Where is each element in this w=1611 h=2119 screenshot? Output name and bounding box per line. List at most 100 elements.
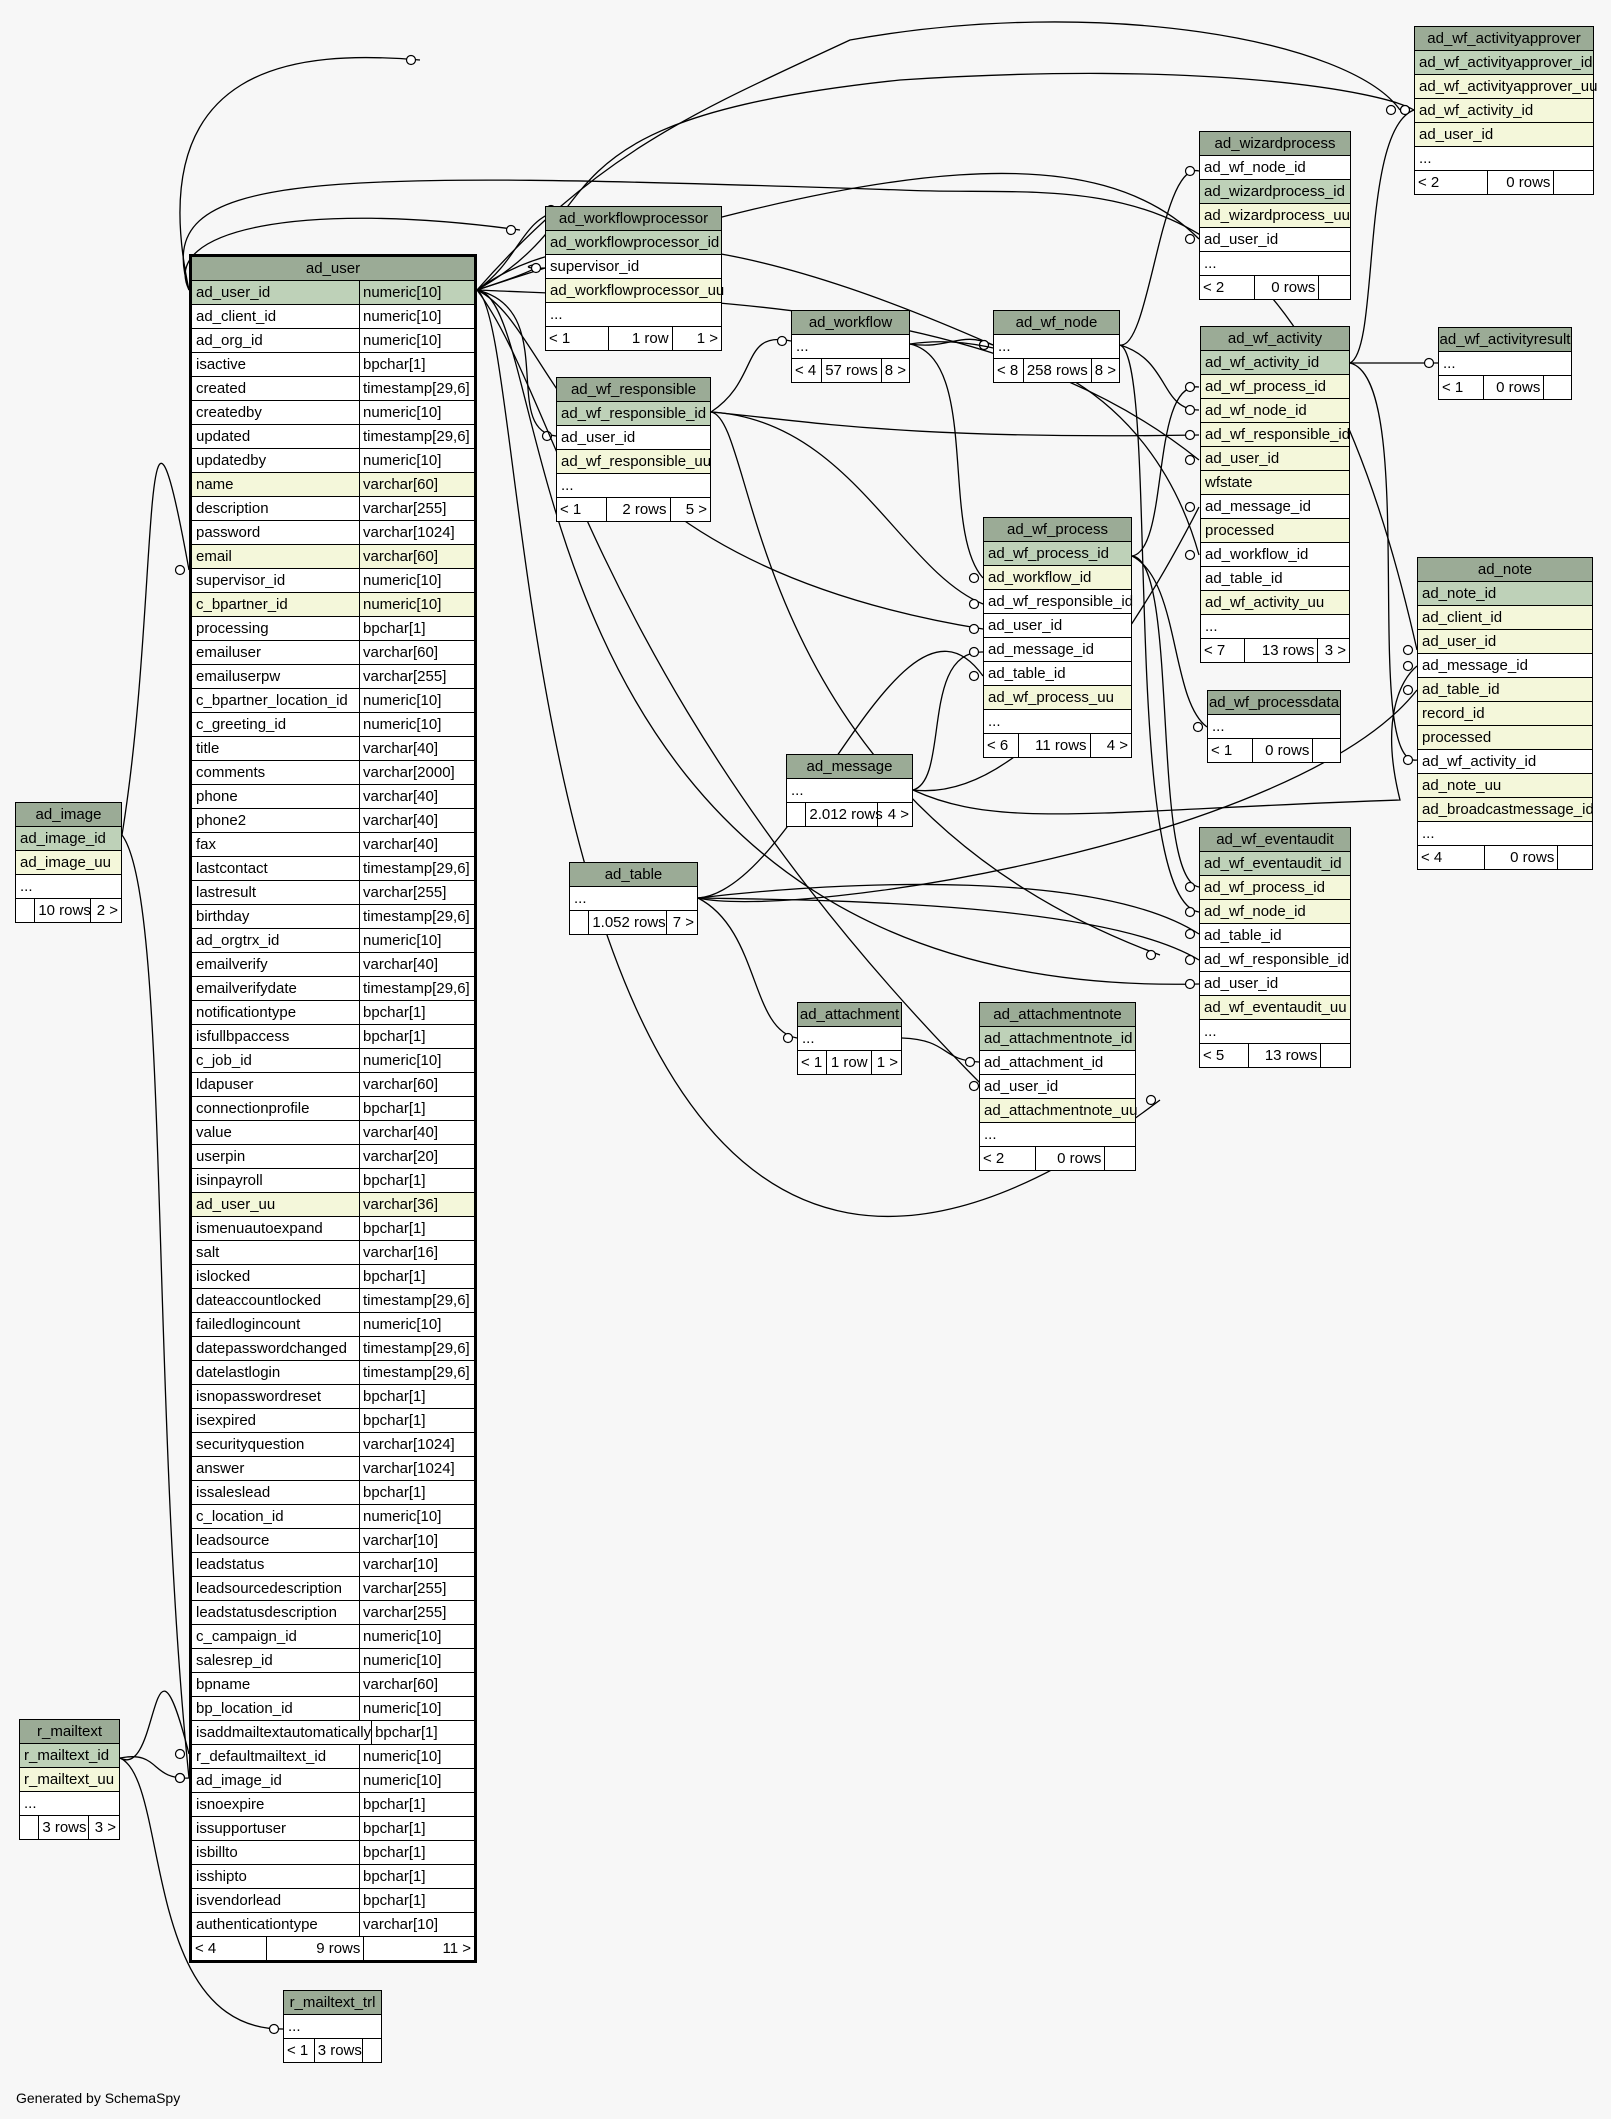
column-row[interactable]: ad_wf_process_uu: [984, 686, 1131, 710]
table-title[interactable]: ad_wf_process: [984, 518, 1131, 542]
column-row[interactable]: ad_message_id: [1418, 654, 1592, 678]
column-row[interactable]: ...: [1200, 1020, 1350, 1044]
column-row[interactable]: ad_image_id: [16, 827, 121, 851]
column-row[interactable]: ad_table_id: [984, 662, 1131, 686]
column-row[interactable]: ad_workflow_id: [984, 566, 1131, 590]
row-count[interactable]: 2.012 rows: [805, 803, 883, 826]
row-count[interactable]: 1 row: [826, 1051, 870, 1074]
row-count[interactable]: 0 rows: [1035, 1147, 1104, 1170]
row-count[interactable]: 0 rows: [1254, 276, 1318, 299]
column-row[interactable]: record_id: [1418, 702, 1592, 726]
column-row[interactable]: ad_message_id: [1201, 495, 1349, 519]
row-count[interactable]: 10 rows: [34, 899, 91, 922]
table-title[interactable]: ad_image: [16, 803, 121, 827]
children-count[interactable]: [1104, 1147, 1135, 1170]
row-count[interactable]: 2 rows: [606, 498, 669, 521]
column-row[interactable]: ...: [1200, 252, 1350, 276]
row-count[interactable]: 9 rows: [266, 1937, 363, 1960]
column-row[interactable]: ad_wf_node_id: [1201, 399, 1349, 423]
column-row[interactable]: ad_wf_process_id: [1201, 375, 1349, 399]
column-row[interactable]: ad_table_id: [1200, 924, 1350, 948]
column-row[interactable]: ...: [557, 474, 710, 498]
column-row[interactable]: ...: [984, 710, 1131, 734]
column-row[interactable]: r_mailtext_id: [20, 1744, 119, 1768]
column-row[interactable]: ...: [16, 875, 121, 899]
row-count[interactable]: 13 rows: [1244, 639, 1317, 662]
column-row[interactable]: ad_attachment_id: [980, 1051, 1135, 1075]
column-row[interactable]: processed: [1418, 726, 1592, 750]
table-title[interactable]: r_mailtext: [20, 1720, 119, 1744]
column-row[interactable]: ad_user_id: [1201, 447, 1349, 471]
table-title[interactable]: ad_user: [192, 257, 474, 281]
column-row[interactable]: ad_wf_activityapprover_id: [1415, 51, 1593, 75]
parents-count[interactable]: [570, 911, 588, 934]
column-row[interactable]: ad_note_id: [1418, 582, 1592, 606]
column-row[interactable]: ad_table_id: [1418, 678, 1592, 702]
column-row[interactable]: ...: [1439, 352, 1571, 376]
table-title[interactable]: ad_wf_activityresult: [1439, 328, 1571, 352]
column-row[interactable]: ad_wf_activity_id: [1418, 750, 1592, 774]
children-count[interactable]: 11 >: [363, 1937, 474, 1960]
column-row[interactable]: ...: [284, 2015, 381, 2039]
column-row[interactable]: ad_workflowprocessor_uu: [546, 279, 724, 303]
column-row[interactable]: ...: [1415, 147, 1593, 171]
parents-count[interactable]: < 4: [195, 1940, 217, 1957]
parents-count[interactable]: < 5: [1203, 1047, 1225, 1064]
column-row[interactable]: ad_wf_eventaudit_uu: [1200, 996, 1350, 1020]
table-title[interactable]: ad_attachment: [798, 1003, 901, 1027]
parents-count[interactable]: [16, 899, 34, 922]
table-title[interactable]: ad_wf_activityapprover: [1415, 27, 1593, 51]
row-count[interactable]: 13 rows: [1248, 1044, 1320, 1067]
row-count[interactable]: 0 rows: [1484, 846, 1557, 869]
column-row[interactable]: ad_wf_responsible_id: [984, 590, 1133, 614]
column-row[interactable]: ...: [787, 779, 912, 803]
column-row[interactable]: ad_image_uu: [16, 851, 121, 875]
column-row[interactable]: ...: [20, 1792, 119, 1816]
parents-count[interactable]: [20, 1816, 38, 1839]
parents-count[interactable]: < 1: [801, 1054, 823, 1071]
row-count[interactable]: 3 rows: [313, 2039, 362, 2062]
